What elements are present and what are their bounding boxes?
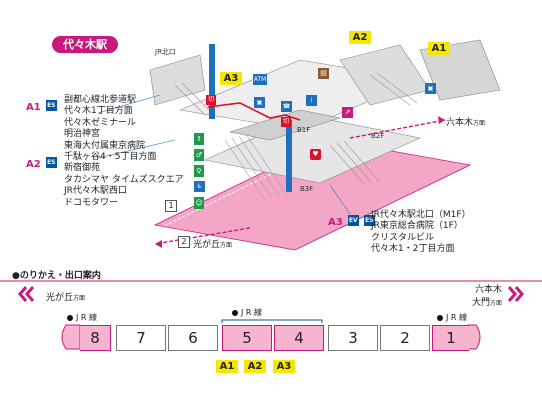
train-car-6: 6 xyxy=(168,325,218,351)
elevator-shaft-platform xyxy=(286,120,292,192)
exit-a2-destination: タカシマヤ タイムズスクエア xyxy=(64,174,184,185)
exit-a3-destinations: JR代々木駅北口（M1F） JR東京総合病院（1F） クリスタルビル 代々木1・… xyxy=(371,210,471,256)
exit-a1-destination: 代々木ゼミナール xyxy=(64,117,137,128)
platform-1-number: 1 xyxy=(165,200,177,212)
elevator-shaft-a3 xyxy=(209,44,215,119)
aed-icon: ♥ xyxy=(310,149,321,160)
left-chevrons xyxy=(18,286,35,302)
exit-a1-destination: 副都心線北参道駅 xyxy=(64,95,137,105)
roppongi-direction-arrow xyxy=(349,119,446,139)
guide-exit-a2-badge: A2 xyxy=(244,360,266,373)
exit-a3-escalator-icon: ES xyxy=(363,215,375,226)
toilet-women-icon: ♀ xyxy=(194,165,204,177)
train-car-3: 3 xyxy=(328,325,378,351)
ticket-gate-icon-a: 切 xyxy=(206,95,216,105)
floor-b3-label: B3F xyxy=(300,185,314,193)
right-chevrons xyxy=(507,286,524,302)
exit-a1-destination: 明治神宮 xyxy=(64,129,101,140)
phone-icon: ☎ xyxy=(281,101,292,112)
jr-line-label-center: J R 線 xyxy=(232,307,262,318)
train-car-2: 2 xyxy=(380,325,430,351)
guide-left-direction: 光が丘方面 xyxy=(46,293,86,303)
exit-a3-elevator-icon: EV xyxy=(347,215,359,226)
train-car-8: 8 xyxy=(80,325,111,351)
coin-locker-icon: ▤ xyxy=(318,68,329,79)
train-car-5: 5 xyxy=(222,325,272,351)
hikarigaoka-direction-label: 光が丘方面 xyxy=(193,240,233,250)
exit-a3-destination: クリスタルビル xyxy=(371,232,435,243)
roppongi-direction-label: 六本木方面 xyxy=(446,118,486,128)
toilet-men-icon: ♂ xyxy=(194,149,204,161)
exit-a2-destination: JR代々木駅西口 xyxy=(64,186,127,197)
exit-a1-destination: 代々木1丁目方面 xyxy=(64,106,133,117)
exit-a2-info: A2 ES xyxy=(26,152,57,171)
exit-a2-badge-top: A2 xyxy=(349,31,371,44)
baby-room-icon: ☺ xyxy=(194,197,204,209)
escalator-icon-map: ⇗ xyxy=(342,107,353,118)
exit-a2-destination: 千駄ヶ谷4・5丁目方面 xyxy=(64,152,157,162)
jr-north-label: JR北口 xyxy=(155,48,176,56)
floor-b1-label: B1F xyxy=(297,126,311,134)
floor-b2-label: B2F xyxy=(371,132,385,140)
guide-right-direction: 六本木 大門方面 xyxy=(471,285,502,308)
exit-a2-destinations: 千駄ヶ谷4・5丁目方面 新宿御苑 タカシマヤ タイムズスクエア JR代々木駅西口… xyxy=(64,152,184,209)
exit-a1-destinations: 副都心線北参道駅 代々木1丁目方面 代々木ゼミナール 明治神宮 東海大付属東京病… xyxy=(64,95,145,152)
elevator-icon-a1: ▣ xyxy=(425,83,436,94)
jr-line-label-right: J R 線 xyxy=(437,312,467,323)
train-car-1: 1 xyxy=(432,325,469,351)
train-car-4: 4 xyxy=(274,325,324,351)
hikarigaoka-direction-arrow xyxy=(154,227,251,245)
jr-line-label-left: J R 線 xyxy=(67,312,97,323)
transfer-guide-title: ●のりかえ・出口案内 xyxy=(12,271,101,281)
train-nose-left xyxy=(61,324,81,350)
elevator-icon: ▣ xyxy=(254,97,265,108)
info-icon: i xyxy=(306,95,317,106)
exit-a3-label: A3 xyxy=(328,217,343,228)
exit-a1-info: A1 ES xyxy=(26,95,57,114)
platform-2-number: 2 xyxy=(178,236,190,248)
exit-a2-destination: ドコモタワー xyxy=(64,197,119,208)
exit-a3-destination: JR代々木駅北口（M1F） xyxy=(371,210,471,220)
guide-exit-a3-badge: A3 xyxy=(273,360,295,373)
exit-a3-destination: JR東京総合病院（1F） xyxy=(371,221,463,232)
ticket-gate-icon-b: 切 xyxy=(281,117,291,127)
exit-a1-badge-top: A1 xyxy=(428,42,450,55)
exit-a3-destination: 代々木1・2丁目方面 xyxy=(371,244,455,255)
stairs-group xyxy=(174,72,418,201)
exit-a2-destination: 新宿御苑 xyxy=(64,163,101,174)
exit-a2-label: A2 xyxy=(26,159,41,170)
atm-icon: ATM xyxy=(253,74,267,85)
exit-a1-destination: 東海大付属東京病院 xyxy=(64,140,146,151)
exit-a3-badge-top: A3 xyxy=(220,72,242,85)
station-name-pill: 代々木駅 xyxy=(52,36,118,53)
exit-stairs-icon: ⇑ xyxy=(194,133,204,145)
exit-a3-info: A3 EV ES xyxy=(328,210,375,229)
wheelchair-icon: ♿ xyxy=(194,181,205,192)
train-car-7: 7 xyxy=(116,325,166,351)
exit-a2-escalator-icon: ES xyxy=(45,157,57,168)
train-nose-right xyxy=(467,324,481,350)
guide-exit-a1-badge: A1 xyxy=(216,360,238,373)
exit-a1-label: A1 xyxy=(26,102,41,113)
red-route-line xyxy=(207,102,301,121)
exit-a1-escalator-icon: ES xyxy=(45,100,57,111)
